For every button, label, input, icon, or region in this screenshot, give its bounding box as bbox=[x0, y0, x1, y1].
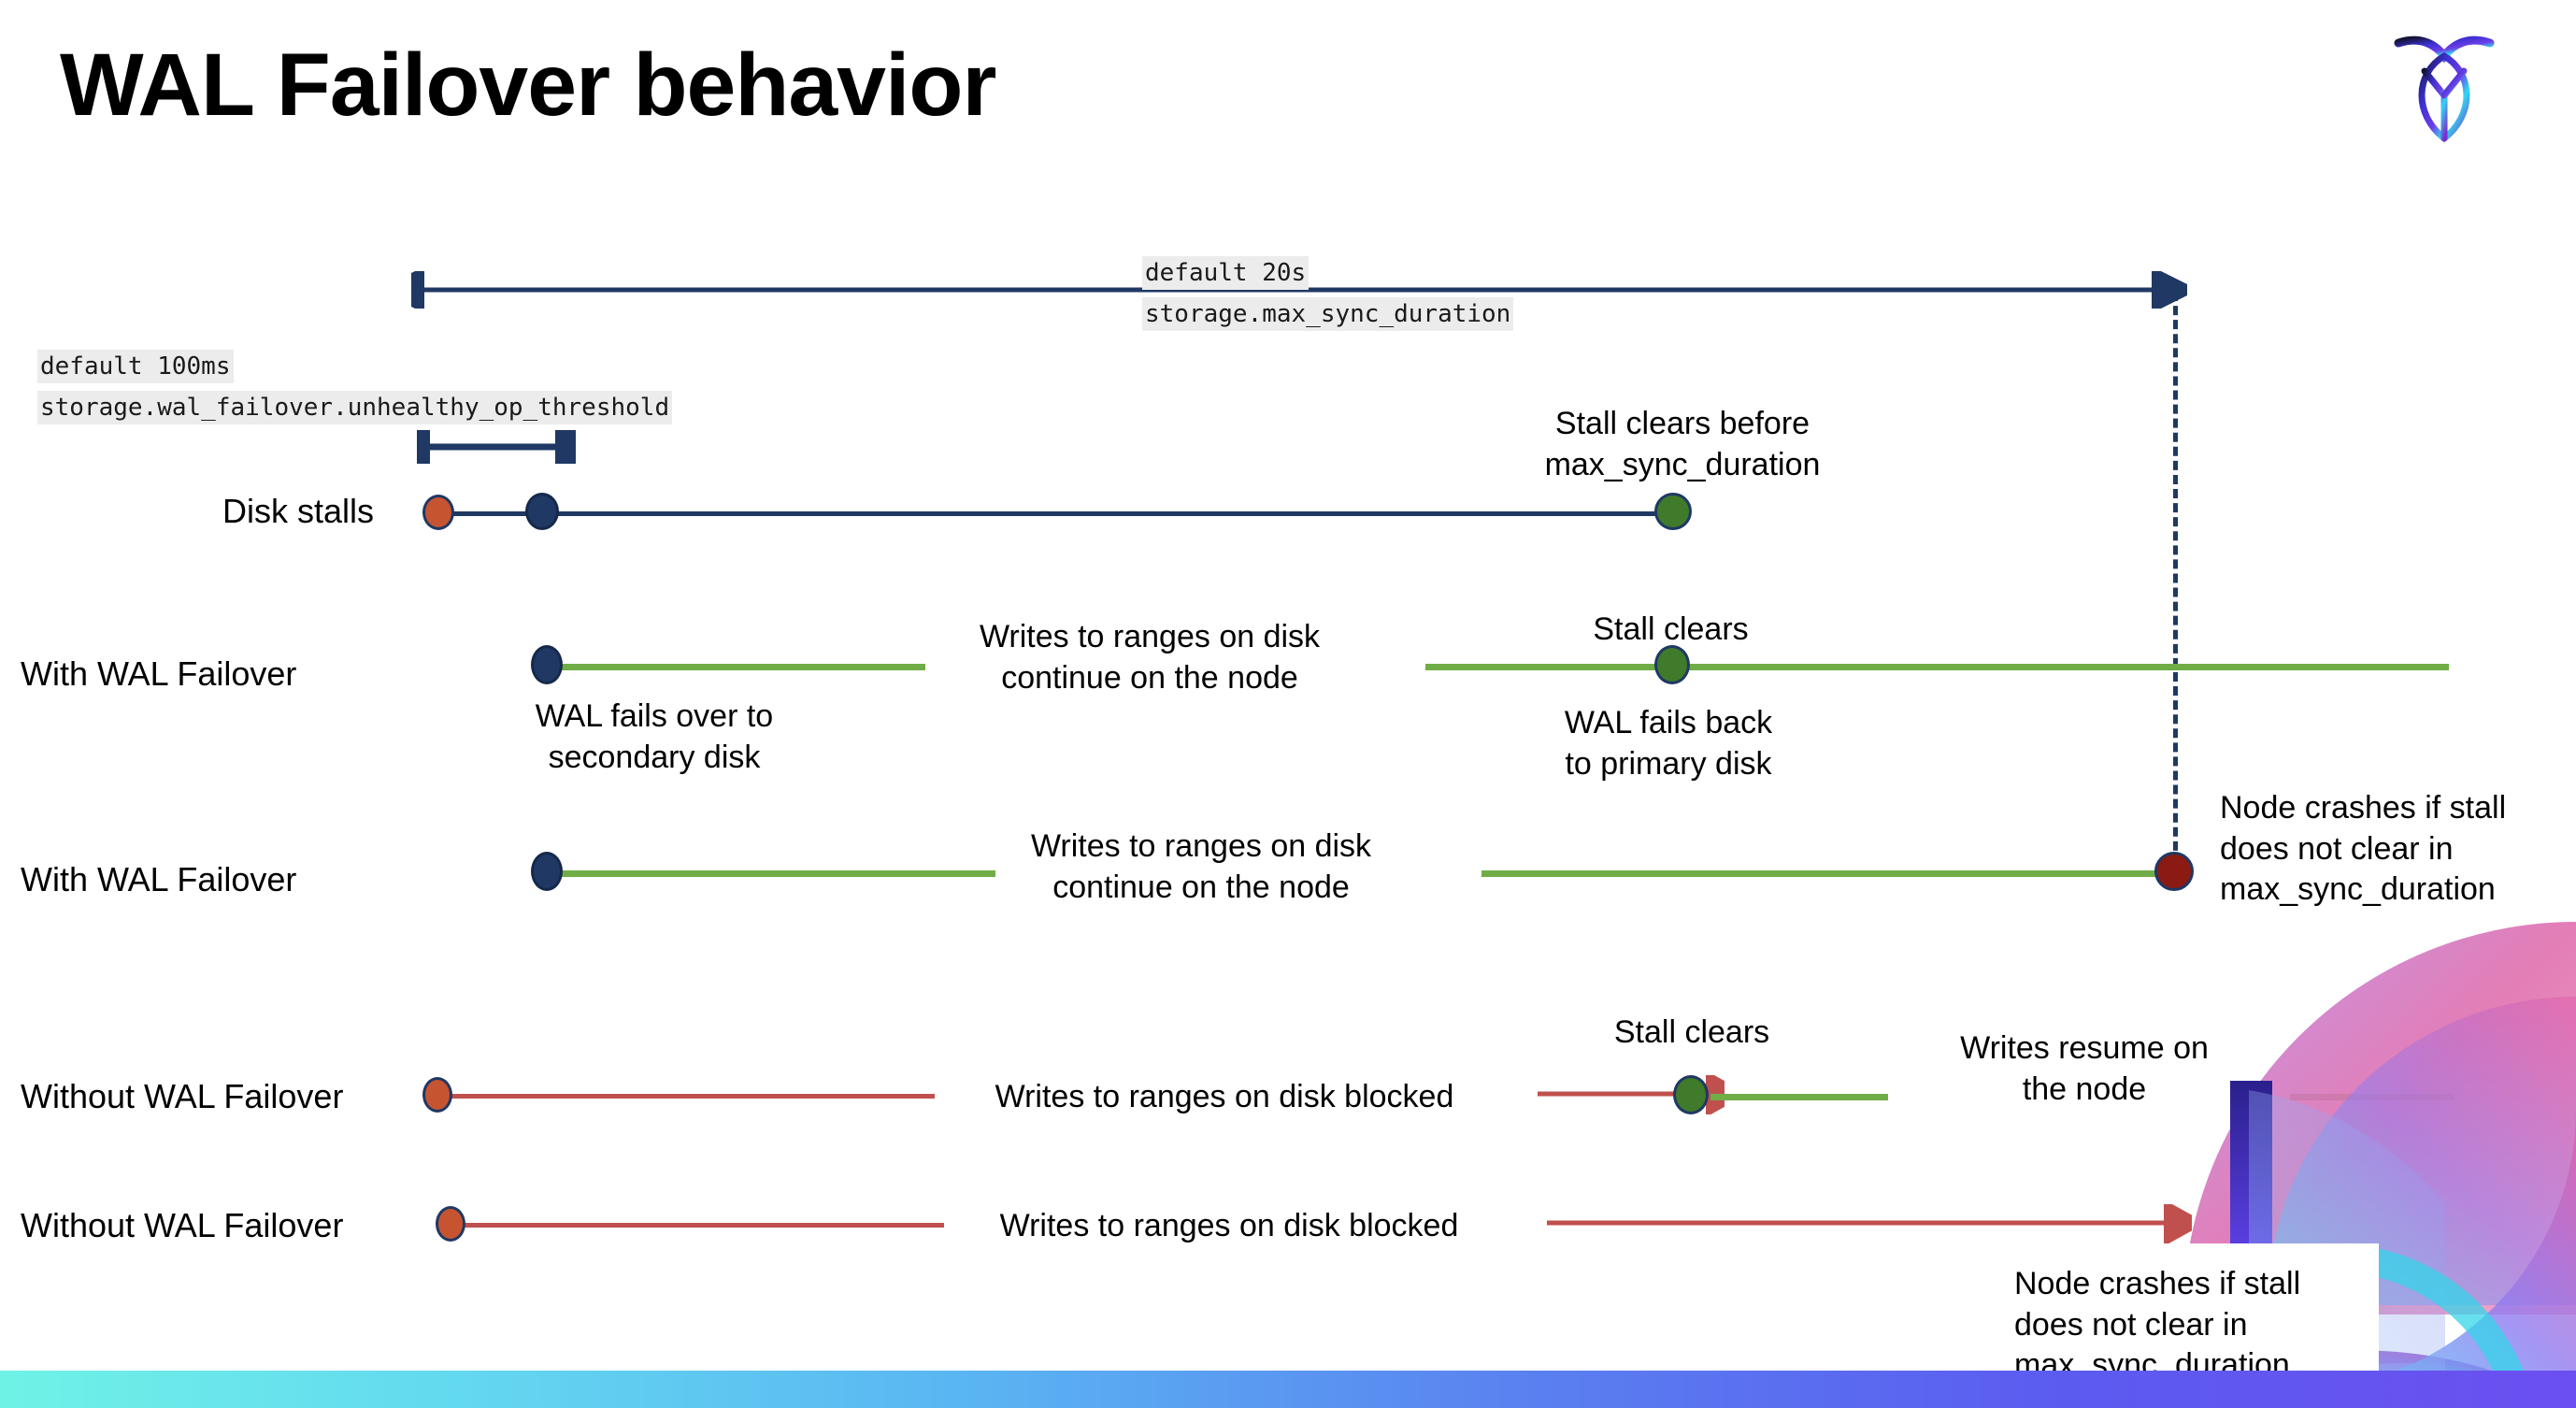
annotation-writes-blocked-1: Writes to ranges on disk blocked bbox=[995, 1079, 1454, 1114]
annotation-stall-clears-1: Stall clears bbox=[1593, 611, 1749, 647]
row-label-with-wal-failover-1: With WAL Failover bbox=[21, 654, 297, 693]
without-wal-failover-2-blocked-arrow bbox=[1547, 1204, 2192, 1243]
annotation-writes-resume: Writes resume on the node bbox=[1960, 1030, 2209, 1107]
disk-stalls-start-dot bbox=[422, 495, 454, 530]
max-sync-duration-setting-chip: storage.max_sync_duration bbox=[1142, 297, 1514, 332]
page-title: WAL Failover behavior bbox=[60, 36, 996, 135]
cockroachdb-logo-icon bbox=[2393, 28, 2496, 145]
annotation-wal-fails-back: WAL fails back to primary disk bbox=[1564, 705, 1773, 782]
annotation-node-crashes-1: Node crashes if stall does not clear in … bbox=[2220, 790, 2507, 908]
annotation-writes-continue-1: Writes to ranges on disk continue on the… bbox=[979, 619, 1321, 696]
bottom-gradient-bar bbox=[0, 1371, 2576, 1408]
without-wal-failover-2-timeline-left bbox=[458, 1223, 944, 1228]
without-wal-failover-1-timeline-right bbox=[2290, 1094, 2454, 1100]
annotation-writes-blocked-2: Writes to ranges on disk blocked bbox=[999, 1208, 1459, 1243]
row-label-with-wal-failover-2: With WAL Failover bbox=[21, 860, 297, 898]
row-label-disk-stalls: Disk stalls bbox=[222, 492, 375, 530]
disk-stalls-threshold-dot bbox=[525, 493, 559, 530]
annotation-writes-continue-2: Writes to ranges on disk continue on the… bbox=[1030, 828, 1372, 905]
with-wal-failover-1-clear-dot bbox=[1654, 645, 1690, 684]
with-wal-failover-1-timeline-right bbox=[1425, 664, 2449, 670]
with-wal-failover-2-crash-dot bbox=[2154, 852, 2194, 891]
with-wal-failover-1-timeline-left bbox=[542, 664, 925, 670]
annotation-wal-fails-over: WAL fails over to secondary disk bbox=[535, 698, 774, 775]
annotation-stall-clears-2: Stall clears bbox=[1613, 1014, 1770, 1050]
annotation-node-crashes-2: Node crashes if stall does not clear in … bbox=[2014, 1266, 2301, 1384]
row-label-without-wal-failover-2: Without WAL Failover bbox=[21, 1206, 344, 1244]
without-wal-failover-1-timeline-mid bbox=[1710, 1094, 1888, 1100]
disk-stalls-timeline bbox=[439, 511, 1673, 516]
without-wal-failover-1-clear-dot bbox=[1673, 1075, 1709, 1114]
annotation-stall-clears-before: Stall clears before max_sync_duration bbox=[1544, 406, 1821, 482]
row-label-without-wal-failover-1: Without WAL Failover bbox=[21, 1077, 344, 1115]
max-sync-duration-default-chip: default 20s bbox=[1142, 256, 1309, 291]
without-wal-failover-2-start-dot bbox=[436, 1206, 465, 1242]
unhealthy-op-threshold-default-chip: default 100ms bbox=[37, 350, 234, 384]
with-wal-failover-1-failover-dot bbox=[531, 645, 563, 684]
unhealthy-op-threshold-setting-chip: storage.wal_failover.unhealthy_op_thresh… bbox=[37, 391, 673, 425]
with-wal-failover-2-timeline-right bbox=[1481, 870, 2178, 877]
disk-stalls-clear-dot bbox=[1654, 493, 1692, 530]
with-wal-failover-2-timeline-left bbox=[542, 870, 995, 877]
unhealthy-op-threshold-span-arrow bbox=[417, 430, 576, 464]
without-wal-failover-1-timeline-left bbox=[449, 1094, 935, 1099]
without-wal-failover-1-start-dot bbox=[422, 1077, 452, 1113]
max-sync-duration-dashed-guide bbox=[2173, 292, 2178, 879]
with-wal-failover-2-failover-dot bbox=[531, 852, 563, 891]
